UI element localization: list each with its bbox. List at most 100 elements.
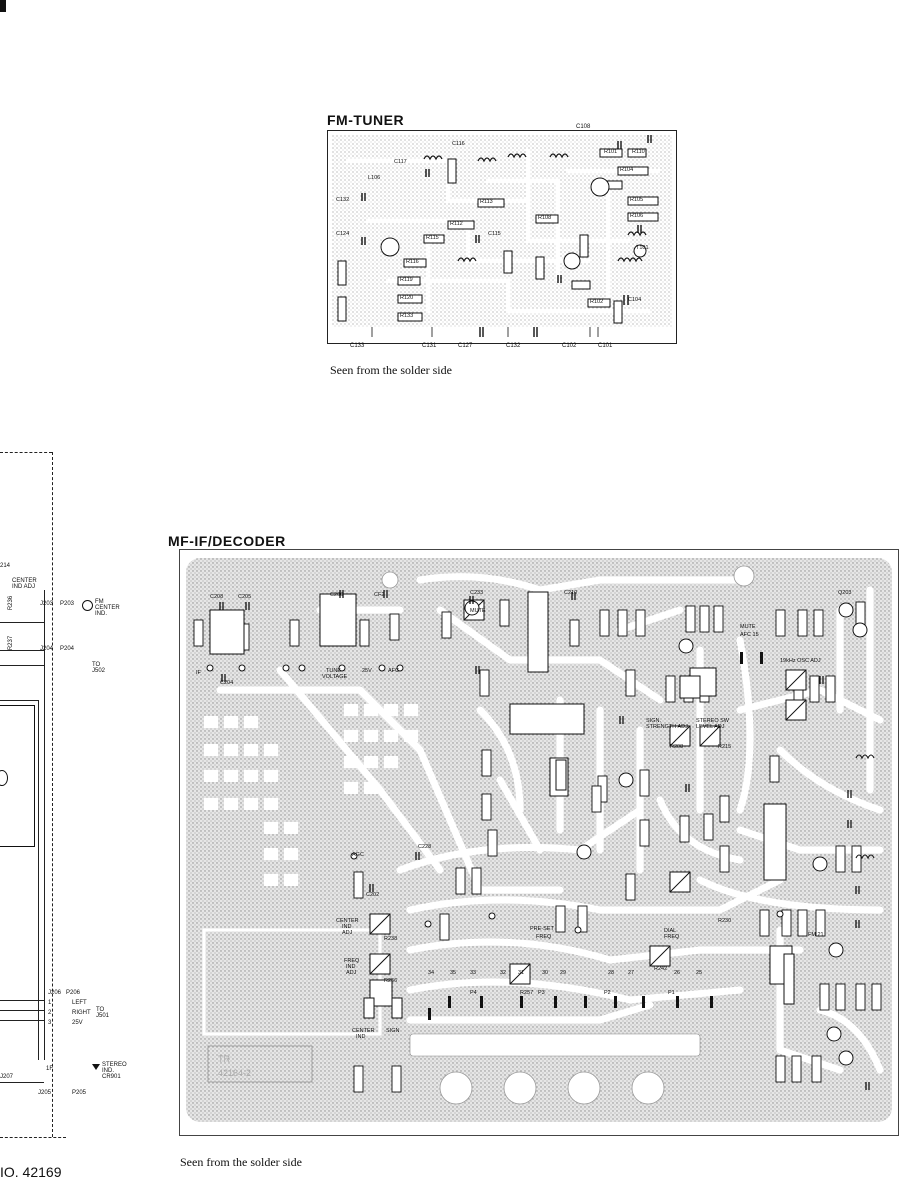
meter-icon (0, 770, 8, 786)
svg-text:R113: R113 (480, 199, 493, 205)
svg-text:AFC 15: AFC 15 (740, 632, 759, 638)
svg-text:34: 34 (428, 970, 434, 976)
svg-text:P1: P1 (668, 990, 675, 996)
svg-text:29: 29 (560, 970, 566, 976)
svg-text:P2: P2 (604, 990, 611, 996)
fm-tuner-caption: Seen from the solder side (330, 363, 452, 377)
svg-text:MUTE: MUTE (470, 608, 486, 614)
svg-text:C116: C116 (452, 141, 465, 147)
svg-text:R238: R238 (384, 936, 397, 942)
svg-text:STRENGTH ADJ: STRENGTH ADJ (646, 724, 688, 730)
mf-if-decoder-title: MF-IF/DECODER (168, 533, 286, 549)
svg-text:C117: C117 (394, 159, 407, 165)
svg-text:R104: R104 (620, 167, 633, 173)
svg-text:ADJ: ADJ (342, 930, 353, 936)
schematic-wire (0, 1010, 44, 1011)
svg-text:DIAL: DIAL (664, 928, 676, 934)
meter-icon (82, 600, 93, 611)
schematic-wire (0, 1082, 44, 1083)
svg-text:IF: IF (196, 670, 202, 676)
svg-text:28: 28 (608, 970, 614, 976)
svg-text:19kHz OSC ADJ: 19kHz OSC ADJ (780, 658, 821, 664)
schematic-misc-label: R236 (8, 595, 15, 611)
svg-text:R230: R230 (718, 918, 731, 924)
schematic-ground-label: 25V (72, 1020, 83, 1026)
svg-text:FREQ: FREQ (344, 958, 360, 964)
svg-text:R115: R115 (426, 235, 439, 241)
schematic-right-label: RIGHT (72, 1010, 91, 1016)
svg-text:C115: C115 (488, 231, 501, 237)
fm-tuner-bottom-label: C101 (598, 343, 613, 349)
svg-text:C210: C210 (564, 590, 577, 596)
svg-text:VOLTAGE: VOLTAGE (322, 674, 347, 680)
svg-text:TUNE: TUNE (326, 668, 341, 674)
svg-text:C104: C104 (628, 297, 641, 303)
schematic-left-label: LEFT (72, 1000, 87, 1006)
svg-text:C205: C205 (238, 594, 251, 600)
fm-tuner-bottom-label: C133 (350, 343, 365, 349)
svg-text:P3: P3 (538, 990, 545, 996)
svg-text:C204: C204 (220, 680, 233, 686)
fm-tuner-board-artwork: C117 L106 C124 C132 C116 C115 R101 R110 … (332, 135, 672, 337)
svg-text:AGC: AGC (352, 852, 364, 858)
svg-text:C124: C124 (336, 231, 349, 237)
schematic-wire (0, 1020, 44, 1021)
schematic-border-right (52, 452, 53, 1137)
svg-text:R110: R110 (632, 149, 645, 155)
fm-tuner-top-label: C108 (576, 124, 591, 130)
svg-text:R256: R256 (384, 978, 397, 984)
svg-text:C202: C202 (366, 892, 379, 898)
svg-text:R119: R119 (400, 277, 413, 283)
svg-text:R101: R101 (604, 149, 617, 155)
corner-mark (0, 0, 6, 12)
schematic-j-label: J206 (48, 990, 62, 996)
svg-text:R106: R106 (630, 213, 643, 219)
schematic-pin: 2 (48, 1010, 52, 1016)
schematic-wire (0, 650, 44, 651)
svg-text:IND: IND (356, 1034, 366, 1040)
svg-text:R208: R208 (670, 744, 683, 750)
fm-tuner-title: FM-TUNER (327, 112, 405, 128)
schematic-box (0, 705, 35, 847)
svg-text:TR: TR (218, 1054, 230, 1064)
svg-text:R257: R257 (520, 990, 533, 996)
svg-text:IND: IND (342, 924, 352, 930)
schematic-to-j501: TO J501 (96, 1007, 110, 1019)
schematic-wire (0, 665, 44, 666)
fm-tuner-board: C117 L106 C124 C132 C116 C115 R101 R110 … (327, 130, 677, 344)
schematic-misc-label: R237 (8, 635, 15, 651)
fm-tuner-bottom-label: C127 (458, 343, 473, 349)
drawing-number: IO. 42169 (0, 1164, 62, 1180)
svg-text:CENTER: CENTER (352, 1028, 375, 1034)
svg-text:R116: R116 (406, 259, 419, 265)
svg-text:Q203: Q203 (838, 590, 851, 596)
svg-text:C208: C208 (210, 594, 223, 600)
svg-text:30: 30 (542, 970, 548, 976)
schematic-j-label: P204 (60, 646, 75, 652)
svg-text:27: 27 (628, 970, 634, 976)
svg-text:R133: R133 (400, 313, 413, 319)
svg-text:33: 33 (470, 970, 476, 976)
svg-text:SIGN: SIGN (386, 1028, 399, 1034)
schematic-j-label: P206 (66, 990, 81, 996)
svg-text:35: 35 (450, 970, 456, 976)
svg-text:R215: R215 (718, 744, 731, 750)
svg-text:R242: R242 (654, 966, 667, 972)
led-icon (92, 1064, 100, 1070)
svg-text:FREQ: FREQ (664, 934, 680, 940)
svg-text:STEREO SW: STEREO SW (696, 718, 730, 724)
schematic-wire (0, 700, 38, 701)
svg-text:26: 26 (674, 970, 680, 976)
fm-tuner-bottom-label: C131 (422, 343, 437, 349)
svg-text:FREQ: FREQ (536, 934, 552, 940)
svg-text:42164-2: 42164-2 (218, 1068, 251, 1078)
schematic-misc-label: 214 (0, 563, 11, 569)
svg-text:P4: P4 (470, 990, 477, 996)
schematic-j-label: J205 (38, 1090, 52, 1096)
svg-text:T101: T101 (636, 245, 649, 251)
schematic-j-label: J203 (40, 601, 54, 607)
fm-tuner-bottom-label: C102 (562, 343, 577, 349)
svg-text:R120: R120 (400, 295, 413, 301)
svg-text:C233: C233 (470, 590, 483, 596)
svg-text:AFC: AFC (388, 668, 399, 674)
